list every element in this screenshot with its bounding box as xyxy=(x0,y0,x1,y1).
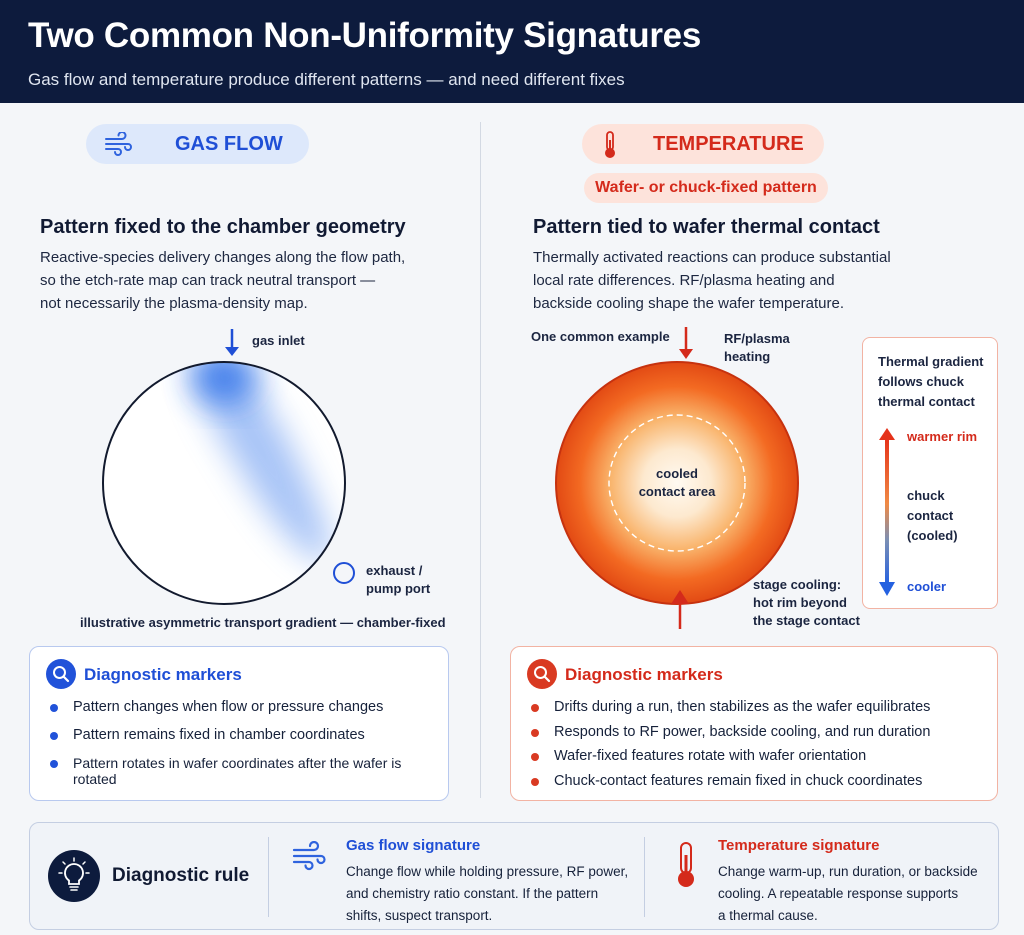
temperature-subpill: Wafer- or chuck-fixed pattern xyxy=(584,173,828,203)
stage-cooling-label: stage cooling: hot rim beyond the stage … xyxy=(753,576,860,630)
list-item: Pattern rotates in wafer coordinates aft… xyxy=(48,755,448,787)
heating-label-line: RF/plasma xyxy=(724,331,790,346)
cooled-contact-label: cooled contact area xyxy=(617,465,737,501)
wind-icon xyxy=(292,841,326,871)
gas-diagram-caption: illustrative asymmetric transport gradie… xyxy=(80,615,446,630)
list-item: Chuck-contact features remain fixed in c… xyxy=(529,773,930,798)
gas-section-title: Pattern fixed to the chamber geometry xyxy=(40,216,406,238)
list-item: Drifts during a run, then stabilizes as … xyxy=(529,699,930,724)
temp-signature-line: Change warm-up, run duration, or backsid… xyxy=(718,864,978,879)
gas-signature-text: Change flow while holding pressure, RF p… xyxy=(346,861,628,927)
temp-example-label: One common example xyxy=(531,329,670,344)
gas-signature-line: shifts, suspect transport. xyxy=(346,908,493,923)
list-item: Responds to RF power, backside cooling, … xyxy=(529,724,930,749)
gas-signature-title: Gas flow signature xyxy=(346,837,481,854)
temp-signature-line: a thermal cause. xyxy=(718,908,818,923)
gas-markers-list: Pattern changes when flow or pressure ch… xyxy=(48,699,448,787)
temp-text-line: local rate differences. RF/plasma heatin… xyxy=(533,272,835,289)
exhaust-port-icon xyxy=(333,562,355,584)
temp-signature-text: Change warm-up, run duration, or backsid… xyxy=(718,861,978,927)
thermal-gradient-legend: Thermal gradient follows chuck thermal c… xyxy=(862,337,998,609)
gradient-title-line: Thermal gradient xyxy=(878,354,984,369)
temp-wafer-diagram xyxy=(555,327,799,629)
footer-divider xyxy=(644,837,645,917)
page-title: Two Common Non-Uniformity Signatures xyxy=(28,16,701,55)
gas-wafer xyxy=(103,362,345,604)
chuck-label-line: contact xyxy=(907,508,954,523)
stage-label-line: stage cooling: xyxy=(753,577,842,592)
heating-label: RF/plasma heating xyxy=(724,330,790,366)
exhaust-label: exhaust / pump port xyxy=(366,562,430,598)
cooled-label-line: contact area xyxy=(638,484,716,499)
temp-markers-title: Diagnostic markers xyxy=(565,665,723,684)
temp-text-line: Thermally activated reactions can produc… xyxy=(533,249,891,266)
gas-text-line: not necessarily the plasma-density map. xyxy=(40,295,308,312)
temp-signature-line: cooling. A repeatable response supports xyxy=(718,886,959,901)
gas-diagnostic-card: Diagnostic markers Pattern changes when … xyxy=(29,646,449,801)
warmer-rim-label: warmer rim xyxy=(907,429,978,444)
gas-markers-title: Diagnostic markers xyxy=(84,665,242,684)
lightbulb-icon xyxy=(48,850,100,902)
temp-section-text: Thermally activated reactions can produc… xyxy=(533,246,891,315)
gas-flow-pill-label: GAS FLOW xyxy=(175,133,283,155)
gradient-title-line: follows chuck xyxy=(878,374,964,389)
gas-text-line: so the etch-rate map can track neutral t… xyxy=(40,272,376,289)
thermometer-icon xyxy=(678,842,694,887)
diagnostic-rule-label: Diagnostic rule xyxy=(112,865,250,886)
magnifier-icon xyxy=(527,659,557,689)
chuck-label-line: chuck xyxy=(907,488,945,503)
gas-section-text: Reactive-species delivery changes along … xyxy=(40,246,405,315)
wind-icon xyxy=(105,132,132,156)
list-item: Pattern remains fixed in chamber coordin… xyxy=(48,727,448,755)
temp-diagnostic-card: Diagnostic markers Drifts during a run, … xyxy=(510,646,998,801)
chuck-label-line: (cooled) xyxy=(907,528,958,543)
gas-flow-pill: GAS FLOW xyxy=(86,124,309,164)
cooled-label-line: cooled xyxy=(656,466,698,481)
gas-wafer-diagram xyxy=(102,329,355,605)
exhaust-label-line: pump port xyxy=(366,581,431,596)
stage-label-line: hot rim beyond xyxy=(753,595,847,610)
header: Two Common Non-Uniformity Signatures Gas… xyxy=(0,0,1024,103)
gas-signature-line: and chemistry ratio constant. If the pat… xyxy=(346,886,599,901)
gas-text-line: Reactive-species delivery changes along … xyxy=(40,249,406,266)
temp-markers-list: Drifts during a run, then stabilizes as … xyxy=(529,699,930,797)
heating-label-line: heating xyxy=(724,349,771,364)
gas-signature-line: Change flow while holding pressure, RF p… xyxy=(346,864,629,879)
footer-divider xyxy=(268,837,269,917)
gradient-arrow xyxy=(879,428,895,596)
gradient-title: Thermal gradient follows chuck thermal c… xyxy=(878,352,983,412)
temperature-pill-label: TEMPERATURE xyxy=(653,133,804,155)
page-subtitle: Gas flow and temperature produce differe… xyxy=(28,70,625,89)
gas-inlet-label: gas inlet xyxy=(252,333,305,348)
magnifier-icon xyxy=(46,659,76,689)
gradient-title-line: thermal contact xyxy=(878,394,975,409)
cooled-contact-boundary xyxy=(608,414,746,552)
temp-text-line: backside cooling shape the wafer tempera… xyxy=(533,295,845,312)
column-divider xyxy=(480,122,481,798)
list-item: Pattern changes when flow or pressure ch… xyxy=(48,699,448,727)
cooler-label: cooler xyxy=(907,579,947,594)
exhaust-label-line: exhaust / xyxy=(366,563,423,578)
list-item: Wafer-fixed features rotate with wafer o… xyxy=(529,748,930,773)
stage-label-line: the stage contact xyxy=(753,613,860,628)
thermometer-icon xyxy=(605,131,615,158)
chuck-contact-label: chuck contact (cooled) xyxy=(907,486,958,546)
temp-signature-title: Temperature signature xyxy=(718,837,880,854)
diagnostic-rule-footer: Diagnostic rule Gas flow signature Chang… xyxy=(29,822,999,930)
temp-section-title: Pattern tied to wafer thermal contact xyxy=(533,216,880,238)
temperature-pill: TEMPERATURE xyxy=(582,124,824,164)
